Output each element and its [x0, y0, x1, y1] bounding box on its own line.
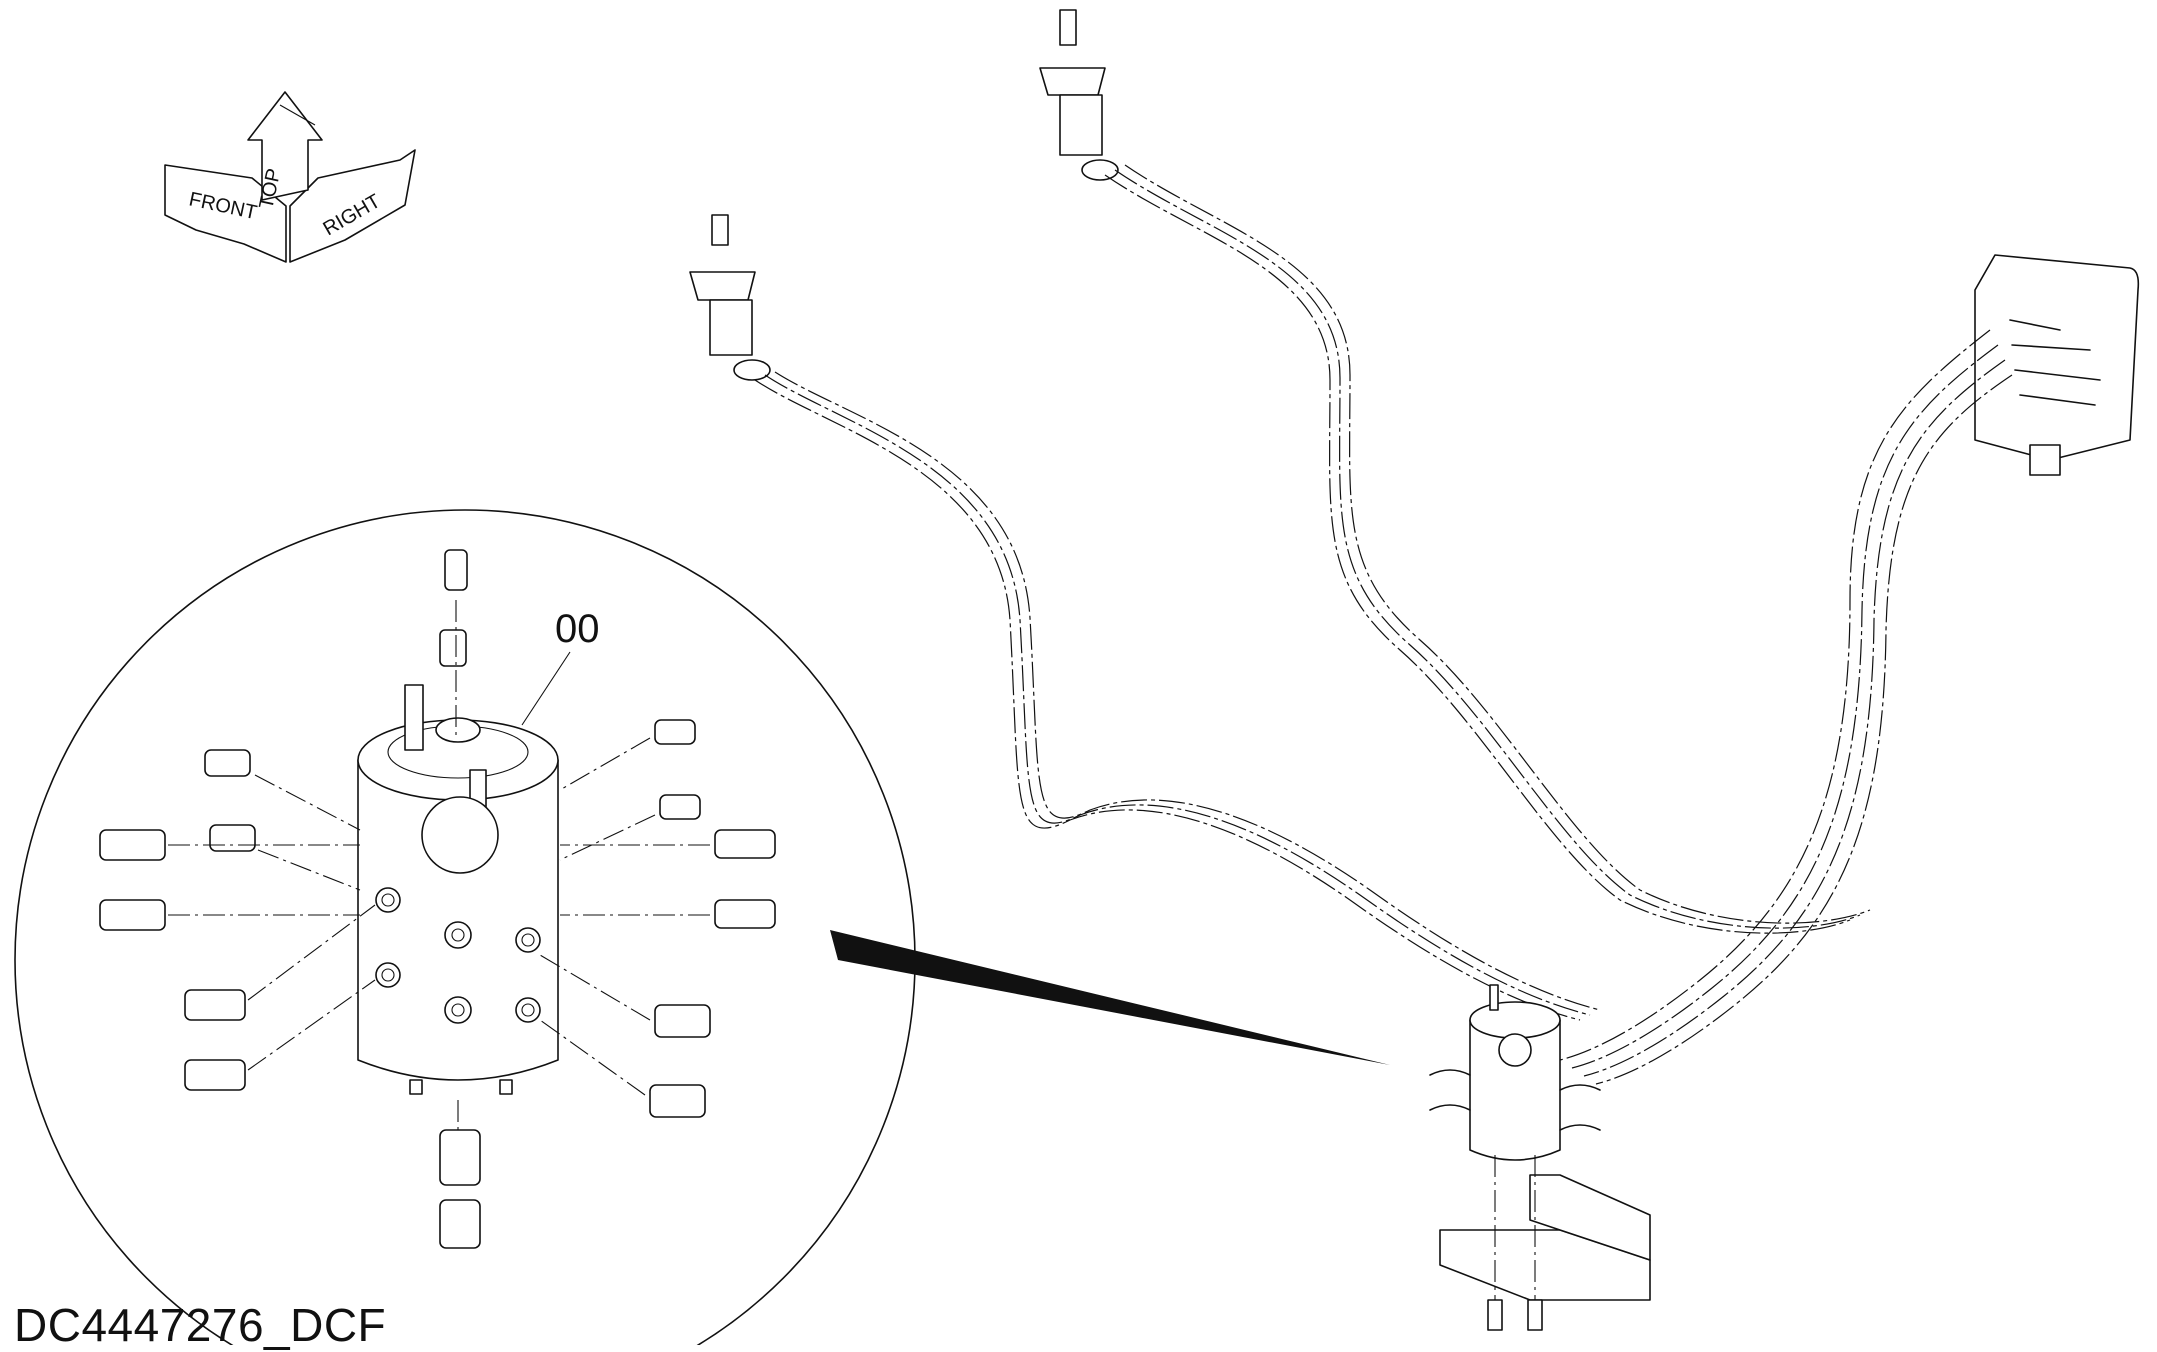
detail-view: 00: [14, 509, 1390, 1345]
control-valve-block: [1974, 254, 2140, 476]
fittings: [99, 549, 776, 1249]
detail-leader: [830, 930, 1390, 1065]
pilot-valve-left: [689, 214, 771, 381]
hose-bundles: [754, 164, 2013, 1085]
main-manifold-assembly: [1429, 984, 1651, 1331]
pilot-valve-right: [1039, 9, 1119, 181]
orientation-indicator: FRONT TOP RIGHT: [164, 91, 416, 263]
rotary-manifold: [357, 684, 559, 1095]
drawing-id: DC4447276_DCF: [14, 1299, 387, 1351]
callout-number: 00: [555, 607, 600, 651]
